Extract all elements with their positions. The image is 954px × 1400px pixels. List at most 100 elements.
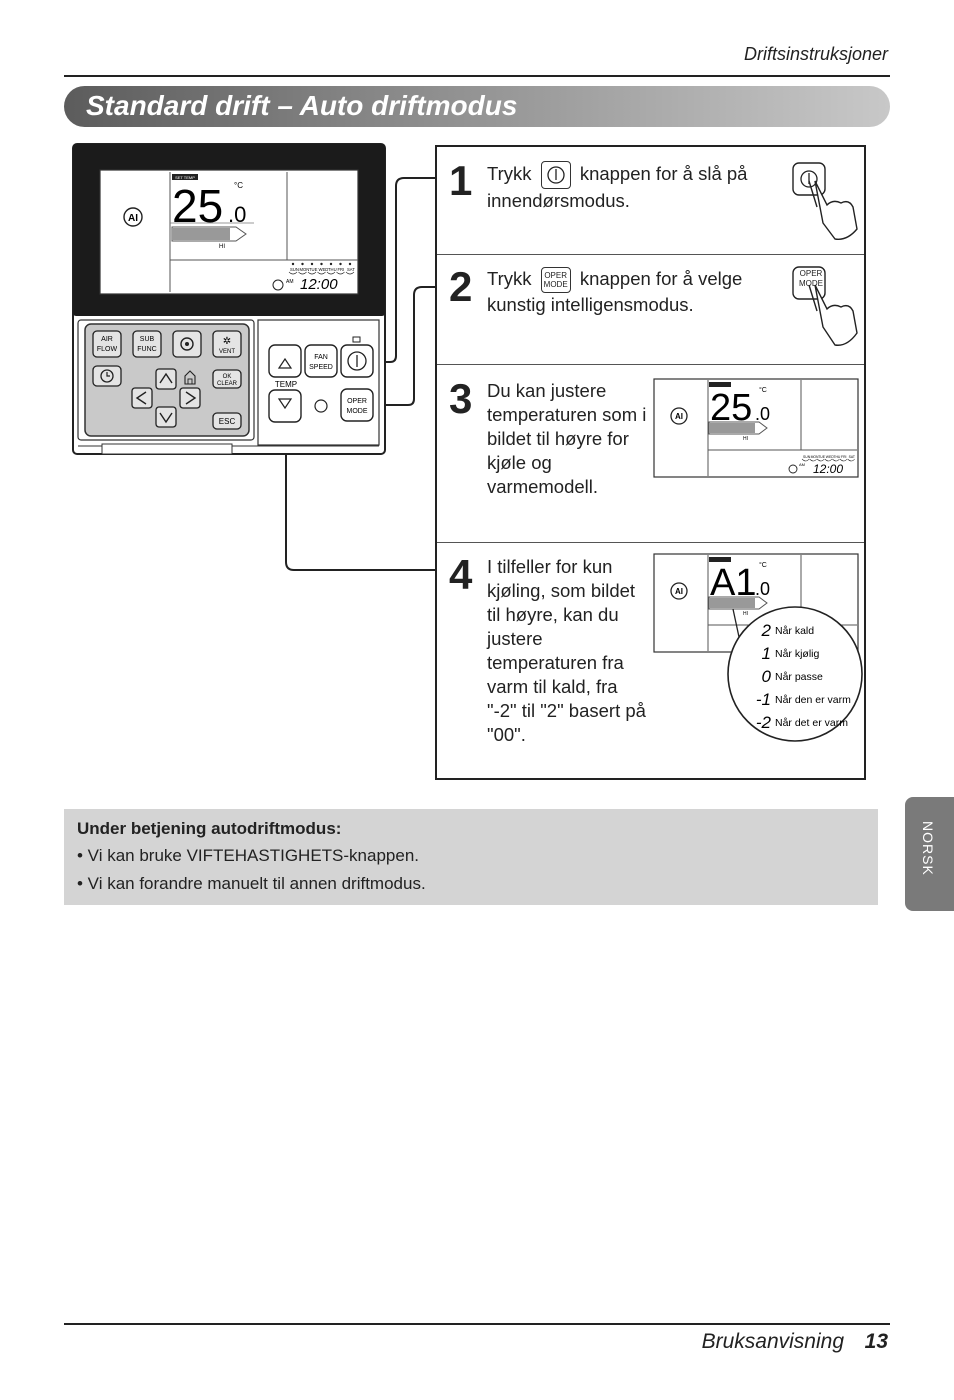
step-number: 1 [449, 157, 473, 204]
svg-text:0: 0 [762, 667, 772, 686]
svg-text:FRI: FRI [841, 455, 847, 459]
lcd-day: SUN [801, 455, 811, 462]
timer-button[interactable] [92, 365, 122, 387]
down-button[interactable] [155, 406, 177, 428]
info-item: • Vi kan forandre manuelt til annen drif… [77, 874, 426, 893]
step-number: 4 [449, 551, 473, 598]
svg-text:Når kjølig: Når kjølig [775, 648, 819, 660]
svg-text:THU: THU [833, 455, 841, 459]
fan-level-bar [172, 228, 230, 240]
svg-text:Når det er varm: Når det er varm [775, 717, 848, 729]
lcd-temp: 25 [710, 387, 752, 429]
svg-text:FUNC: FUNC [137, 346, 156, 353]
svg-text:THU: THU [328, 267, 337, 272]
step-text: Du kan justere temperaturen som i bildet… [487, 380, 647, 497]
lcd-decimal: .0 [228, 202, 246, 227]
svg-text:Når kald: Når kald [775, 625, 814, 637]
svg-text:AI: AI [675, 587, 683, 596]
vent-button[interactable]: ✲ VENT [212, 330, 242, 358]
lcd-day: SAT [345, 262, 355, 275]
up-button[interactable] [155, 368, 177, 390]
svg-text:°C: °C [759, 561, 767, 569]
lcd-day: FRI [839, 455, 848, 462]
svg-text:VENT: VENT [219, 349, 235, 355]
temp-label: TEMP [275, 380, 297, 389]
esc-button[interactable]: ESC [212, 412, 242, 430]
lcd-am: AM [286, 279, 294, 285]
clock-icon [788, 464, 798, 474]
hand-press-oper-mode-icon [792, 266, 858, 346]
info-title: Under betjening autodriftmodus: [77, 819, 342, 838]
svg-text:SPEED: SPEED [309, 364, 333, 371]
svg-text:SUN: SUN [290, 267, 299, 272]
right-button[interactable] [179, 387, 201, 409]
svg-text:AI: AI [675, 412, 683, 421]
triangle-up-icon [277, 357, 293, 369]
svg-text:Når den er varm: Når den er varm [775, 694, 851, 706]
air-flow-button[interactable]: AIR FLOW [92, 330, 122, 358]
vent-icon: ✲ [223, 336, 231, 347]
lcd-day: WED [317, 262, 329, 275]
lcd-day: MON [298, 262, 310, 275]
lcd-fan: HI [219, 244, 225, 250]
step-text: Trykk knappen for å slå på innendørsmodu… [487, 161, 748, 211]
level-callout [727, 606, 863, 742]
lcd-temp: 25 [172, 180, 223, 232]
svg-text:MON: MON [300, 267, 310, 272]
gear-icon [180, 337, 194, 351]
svg-text:-2: -2 [756, 713, 772, 732]
step-3: 3 Du kan justere temperaturen som i bild… [437, 365, 864, 543]
power-button[interactable] [340, 344, 374, 378]
svg-text:MON: MON [811, 455, 819, 459]
svg-text:OPER: OPER [347, 398, 367, 405]
language-label: NORSK [920, 821, 936, 876]
lcd-mode-label: AI [128, 213, 138, 224]
section-header: Driftsinstruksjoner [743, 44, 888, 64]
svg-text:WED: WED [826, 455, 834, 459]
ok-clear-button[interactable]: OK CLEAR [212, 369, 242, 389]
hand-press-power-icon [792, 162, 858, 240]
svg-text:°C: °C [759, 386, 767, 394]
left-button[interactable] [131, 387, 153, 409]
triangle-down-icon [277, 398, 293, 410]
lcd-day: THU [326, 262, 337, 275]
svg-text:AIR: AIR [101, 336, 113, 343]
temp-up-button[interactable] [268, 344, 302, 378]
fan-level-bar [709, 598, 755, 608]
temp-down-button[interactable] [268, 389, 302, 423]
info-item: • Vi kan bruke VIFTEHASTIGHETS-knappen. [77, 846, 419, 865]
oper-mode-button[interactable]: OPER MODE [340, 388, 374, 422]
fan-speed-button[interactable]: FAN SPEED [304, 344, 338, 378]
svg-text:WED: WED [319, 267, 329, 272]
indicator-led [352, 336, 361, 343]
svg-text:Når passe: Når passe [775, 671, 823, 683]
chevron-right-icon [185, 391, 197, 405]
step-number: 2 [449, 263, 473, 310]
svg-text:FLOW: FLOW [97, 346, 118, 353]
page-title: Standard drift – Auto driftmodus [86, 90, 518, 121]
home-icon [184, 370, 196, 385]
lcd-temp: A1 [710, 562, 756, 604]
svg-text:HI: HI [743, 436, 748, 442]
lcd-decimal: .0 [755, 579, 770, 599]
lcd-day: WED [824, 455, 834, 462]
svg-text:SAT: SAT [347, 267, 355, 272]
sub-func-button[interactable]: SUB FUNC [132, 330, 162, 358]
settings-button[interactable] [172, 330, 202, 358]
svg-text:MODE: MODE [347, 408, 368, 415]
lcd-day: SAT [847, 455, 855, 462]
chevron-up-icon [159, 372, 173, 384]
chevron-left-icon [135, 391, 147, 405]
lcd-clock: 12:00 [813, 462, 843, 476]
